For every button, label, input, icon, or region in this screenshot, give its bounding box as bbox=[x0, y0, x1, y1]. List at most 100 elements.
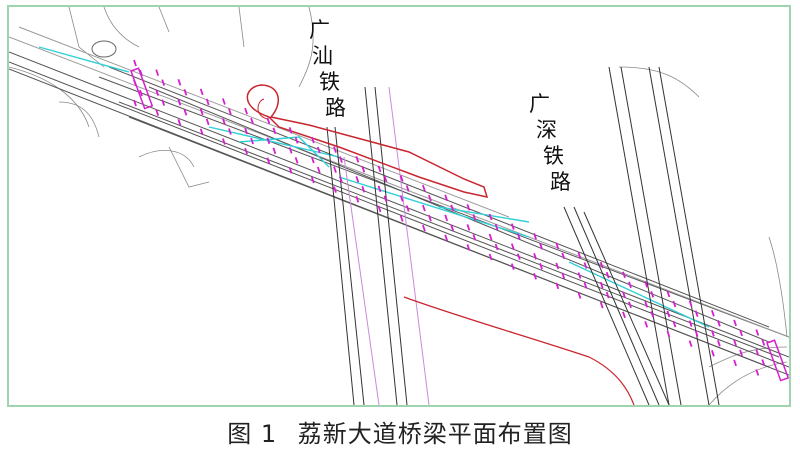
pier-marker bbox=[177, 99, 182, 106]
pier-marker bbox=[711, 310, 715, 317]
pier-marker bbox=[339, 156, 343, 163]
pier-marker bbox=[339, 176, 343, 183]
bridge-plan-drawing: 广 汕 铁 路 广 深 铁 路 bbox=[9, 7, 789, 405]
pier-marker bbox=[244, 107, 248, 115]
pier-marker bbox=[199, 108, 204, 116]
pier-marker bbox=[761, 359, 766, 366]
pier-marker bbox=[399, 175, 404, 182]
pier-marker bbox=[650, 291, 655, 298]
pier-marker bbox=[666, 330, 671, 338]
pier-marker bbox=[310, 156, 315, 164]
guangshan-char-0: 广 bbox=[309, 18, 330, 42]
guangshan-char-2: 铁 bbox=[319, 70, 340, 94]
guangshen-char-0: 广 bbox=[529, 92, 550, 116]
pier-marker bbox=[161, 79, 166, 86]
pier-marker bbox=[666, 290, 671, 298]
pier-marker bbox=[472, 214, 477, 221]
pier-marker bbox=[422, 184, 426, 192]
guangshen-railway-tracks bbox=[563, 66, 720, 405]
figure-caption: 图 1 荔新大道桥梁平面布置图 bbox=[0, 412, 800, 456]
pier-marker bbox=[622, 271, 626, 279]
pier-marker bbox=[310, 136, 315, 144]
terrain-lines bbox=[9, 7, 788, 405]
pier-marker bbox=[605, 291, 610, 299]
pier-marker bbox=[666, 310, 671, 318]
pier-marker bbox=[399, 215, 404, 222]
pier-marker bbox=[688, 320, 693, 327]
pier-marker bbox=[622, 291, 626, 299]
pier-marker bbox=[533, 253, 537, 260]
pier-marker bbox=[622, 311, 626, 319]
pier-marker bbox=[510, 223, 515, 230]
pier-marker bbox=[516, 253, 521, 260]
cyan-accent-lines bbox=[38, 46, 710, 328]
pier-marker bbox=[222, 138, 226, 145]
pier-marker bbox=[399, 195, 404, 202]
pier-marker bbox=[288, 127, 293, 134]
pier-marker bbox=[755, 349, 760, 356]
pier-marker bbox=[377, 165, 382, 173]
guangshan-char-3: 路 bbox=[325, 96, 346, 120]
pier-marker bbox=[688, 300, 693, 307]
pier-marker bbox=[333, 146, 337, 153]
pier-marker bbox=[244, 127, 248, 135]
pier-marker bbox=[183, 109, 188, 116]
pier-marker bbox=[733, 339, 737, 347]
pier-marker bbox=[599, 261, 604, 269]
pier-marker bbox=[672, 320, 677, 328]
pier-marker bbox=[488, 253, 493, 261]
pier-marker bbox=[717, 320, 721, 327]
pier-marker bbox=[494, 223, 499, 231]
pier-marker bbox=[555, 282, 560, 290]
pier-marker bbox=[533, 233, 537, 240]
pier-marker bbox=[711, 330, 715, 337]
pier-marker bbox=[755, 369, 760, 376]
pier-marker bbox=[244, 147, 248, 155]
pier-marker bbox=[644, 321, 649, 328]
pier-marker bbox=[672, 300, 677, 308]
pier-marker bbox=[155, 109, 160, 116]
pier-marker bbox=[577, 272, 582, 279]
pier-marker bbox=[644, 281, 649, 288]
pier-marker bbox=[510, 243, 515, 250]
pier-marker bbox=[717, 340, 721, 347]
pier-marker bbox=[577, 292, 582, 299]
pier-marker bbox=[294, 137, 299, 144]
pier-marker bbox=[561, 272, 566, 280]
guangshan-railway-tracks bbox=[326, 86, 430, 405]
pier-marker bbox=[155, 69, 160, 76]
pier-marker bbox=[405, 185, 410, 192]
pier-marker bbox=[266, 117, 271, 125]
pier-marker bbox=[444, 194, 449, 202]
pier-marker bbox=[361, 166, 366, 173]
pier-marker bbox=[316, 166, 321, 174]
pier-marker bbox=[383, 175, 388, 183]
pier-marker bbox=[577, 252, 582, 259]
pier-marker bbox=[294, 157, 299, 164]
guangshen-char-2: 铁 bbox=[543, 144, 564, 168]
pier-marker bbox=[761, 339, 766, 346]
pier-marker bbox=[316, 146, 321, 154]
pier-marker bbox=[561, 252, 566, 260]
pier-marker bbox=[133, 59, 137, 67]
pier-marker bbox=[177, 79, 182, 86]
pier-marker bbox=[444, 234, 449, 242]
pier-marker bbox=[599, 281, 604, 289]
pier-marker bbox=[494, 243, 499, 251]
pier-marker bbox=[516, 233, 521, 240]
pier-marker bbox=[155, 89, 160, 96]
pier-marker bbox=[139, 89, 143, 97]
pier-marker bbox=[266, 157, 271, 165]
pier-marker bbox=[444, 214, 449, 222]
pier-marker bbox=[361, 186, 366, 193]
pier-marker bbox=[383, 195, 388, 203]
figure-number: 图 1 bbox=[227, 420, 278, 448]
pier-marker bbox=[694, 310, 699, 317]
pier-marker bbox=[205, 98, 210, 106]
pier-marker bbox=[266, 137, 271, 145]
pier-marker bbox=[711, 350, 715, 357]
pier-marker bbox=[405, 205, 410, 212]
pier-marker bbox=[533, 273, 537, 280]
pier-marker bbox=[161, 99, 166, 106]
guangshen-char-1: 深 bbox=[536, 118, 557, 142]
